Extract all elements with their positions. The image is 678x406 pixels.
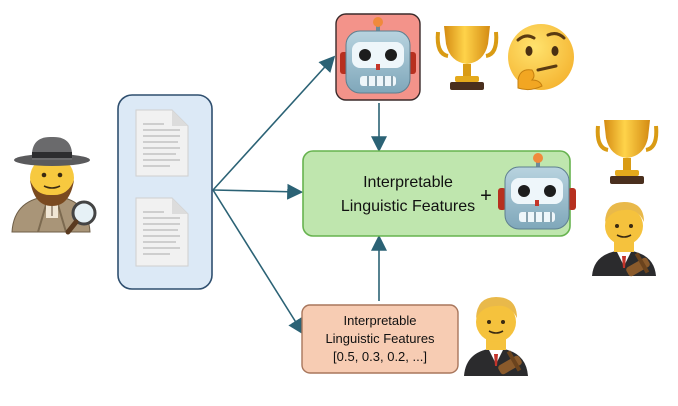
plus-sign: + [480, 185, 492, 207]
robot-icon [498, 153, 576, 230]
bottom-box-line3: [0.5, 0.3, 0.2, ...] [333, 349, 427, 364]
trophy-icon [595, 120, 659, 184]
document-icon [135, 109, 189, 177]
judge-icon [464, 297, 528, 376]
center-box-line1: Interpretable [363, 174, 453, 191]
arrows [212, 55, 387, 335]
arrow-to-robot [212, 55, 336, 191]
bottom-box-line2: Linguistic Features [325, 331, 435, 346]
detective-icon [11, 136, 97, 235]
robot-icon [340, 17, 416, 94]
judge-icon [592, 202, 656, 277]
bottom-box-line1: Interpretable [344, 313, 417, 328]
arrow-to-bottom-box [212, 189, 304, 335]
features-vector-box [301, 304, 459, 374]
document-icon [135, 197, 189, 267]
trophy-icon [435, 26, 499, 90]
arrow-to-center-box [212, 183, 304, 200]
thinking-face-icon [508, 24, 574, 91]
center-box-line2: Linguistic Features [341, 198, 475, 215]
